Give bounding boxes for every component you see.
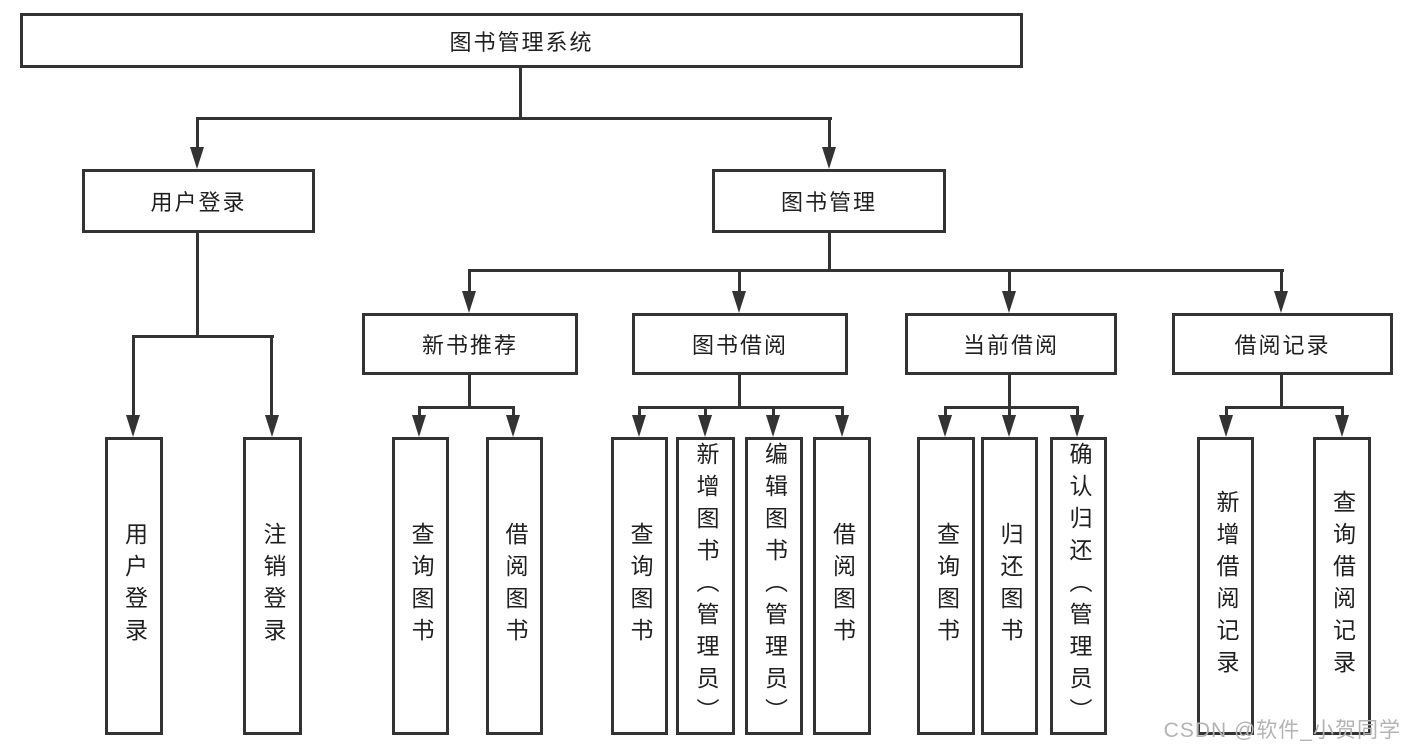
node-label: 查询图书 xyxy=(408,522,434,650)
node-root: 图书管理系统 xyxy=(20,13,1023,68)
arrow-down-icon xyxy=(412,415,426,437)
node-book-borrow: 图书借阅 xyxy=(632,313,848,375)
arrow-down-icon xyxy=(265,415,279,437)
leaf-newbooks-borrow: 借阅图书 xyxy=(486,437,543,735)
connector xyxy=(196,117,832,120)
connector xyxy=(196,117,199,149)
leaf-borrow-query: 查询图书 xyxy=(611,437,668,735)
connector xyxy=(1280,269,1283,293)
arrow-down-icon xyxy=(822,147,836,169)
connector xyxy=(132,335,274,338)
arrow-down-icon xyxy=(938,415,952,437)
leaf-records-query: 查询借阅记录 xyxy=(1313,437,1371,735)
connector xyxy=(828,233,831,272)
arrow-down-icon xyxy=(1219,415,1233,437)
arrow-down-icon xyxy=(1002,291,1016,313)
leaf-logout: 注销登录 xyxy=(243,437,302,735)
connector xyxy=(638,406,844,409)
leaf-current-query: 查询图书 xyxy=(917,437,975,735)
connector xyxy=(270,335,273,417)
arrow-down-icon xyxy=(732,291,746,313)
node-borrow-records: 借阅记录 xyxy=(1172,313,1393,375)
connector xyxy=(196,233,199,338)
node-label: 新增图书（管理员） xyxy=(693,442,719,730)
arrow-down-icon xyxy=(462,291,476,313)
leaf-borrow-borrow: 借阅图书 xyxy=(813,437,871,735)
connector xyxy=(468,269,471,293)
node-label: 查询图书 xyxy=(627,522,653,650)
node-user-login: 用户登录 xyxy=(82,169,315,233)
connector xyxy=(519,68,522,118)
connector xyxy=(418,406,515,409)
node-label: 归还图书 xyxy=(997,522,1023,650)
arrow-down-icon xyxy=(632,415,646,437)
connector xyxy=(1280,375,1283,409)
leaf-newbooks-query: 查询图书 xyxy=(392,437,449,735)
arrow-down-icon xyxy=(1274,291,1288,313)
connector xyxy=(772,406,775,418)
connector xyxy=(638,406,641,418)
node-label: 注销登录 xyxy=(260,522,286,650)
connector xyxy=(468,269,1284,272)
connector xyxy=(1008,375,1011,409)
arrow-down-icon xyxy=(766,415,780,437)
node-label: 用户登录 xyxy=(121,522,148,650)
node-label: 图书借阅 xyxy=(691,333,788,358)
leaf-records-add: 新增借阅记录 xyxy=(1197,437,1254,735)
leaf-borrow-add: 新增图书（管理员） xyxy=(676,437,735,735)
arrow-down-icon xyxy=(1002,415,1016,437)
node-label: 查询图书 xyxy=(933,522,960,650)
node-book-mgmt: 图书管理 xyxy=(712,169,946,233)
leaf-current-confirm: 确认归还（管理员） xyxy=(1050,437,1107,735)
arrow-down-icon xyxy=(190,147,204,169)
arrow-down-icon xyxy=(506,415,520,437)
connector xyxy=(738,375,741,409)
connector xyxy=(512,406,515,418)
connector xyxy=(944,406,947,418)
node-label: 用户登录 xyxy=(150,190,247,215)
connector xyxy=(704,406,707,418)
connector xyxy=(828,117,831,149)
connector xyxy=(1076,406,1079,418)
arrow-down-icon xyxy=(835,415,849,437)
connector xyxy=(1225,406,1344,409)
connector xyxy=(738,269,741,293)
connector xyxy=(1225,406,1228,418)
connector xyxy=(418,406,421,418)
node-label: 编辑图书（管理员） xyxy=(761,442,788,730)
node-label: 借阅图书 xyxy=(502,522,528,650)
connector xyxy=(1341,406,1344,418)
node-current-borrow: 当前借阅 xyxy=(905,313,1117,375)
node-label: 当前借阅 xyxy=(962,333,1059,358)
arrow-down-icon xyxy=(126,415,140,437)
node-label: 借阅记录 xyxy=(1234,333,1331,358)
connector xyxy=(468,375,471,409)
leaf-current-return: 归还图书 xyxy=(981,437,1038,735)
connector xyxy=(132,335,135,417)
connector xyxy=(841,406,844,418)
node-label: 图书管理 xyxy=(780,190,877,215)
leaf-user-login: 用户登录 xyxy=(105,437,163,735)
connector xyxy=(944,406,1079,409)
arrow-down-icon xyxy=(1070,415,1084,437)
node-new-books: 新书推荐 xyxy=(362,313,578,375)
arrow-down-icon xyxy=(1335,415,1349,437)
node-label: 图书管理系统 xyxy=(449,29,594,55)
node-label: 查询借阅记录 xyxy=(1329,490,1356,682)
node-label: 新增借阅记录 xyxy=(1213,490,1239,682)
watermark: CSDN @软件_小贺同学 xyxy=(1163,719,1401,742)
leaf-borrow-edit: 编辑图书（管理员） xyxy=(745,437,803,735)
node-label: 借阅图书 xyxy=(829,522,856,650)
connector xyxy=(1008,269,1011,293)
arrow-down-icon xyxy=(698,415,712,437)
connector xyxy=(1008,406,1011,418)
node-label: 新书推荐 xyxy=(421,333,518,358)
node-label: 确认归还（管理员） xyxy=(1066,442,1092,730)
